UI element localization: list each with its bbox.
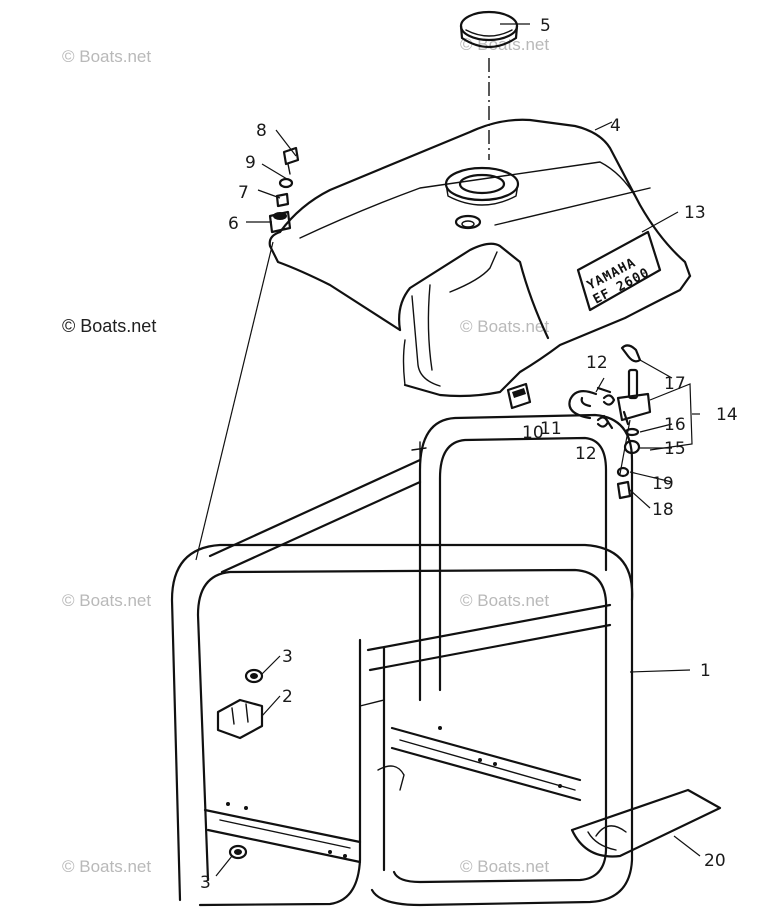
callout-14: 14 xyxy=(716,405,738,425)
callout-17: 17 xyxy=(664,374,686,394)
watermark: © Boats.net xyxy=(62,316,156,336)
callout-20: 20 xyxy=(704,851,726,871)
callout-15: 15 xyxy=(664,439,686,459)
callout-12: 12 xyxy=(586,353,608,373)
mount-leader-line xyxy=(195,241,274,561)
leader-lines xyxy=(215,23,701,877)
callout-11: 11 xyxy=(540,419,562,439)
part-damper xyxy=(268,210,292,234)
callout-10: 10 xyxy=(522,423,544,443)
callout-16: 16 xyxy=(664,415,686,435)
callout-13: 13 xyxy=(684,203,706,223)
callout-7: 7 xyxy=(238,183,249,203)
part-mount-bracket xyxy=(216,698,264,740)
callout-8: 8 xyxy=(256,121,267,141)
callout-6: 6 xyxy=(228,214,239,234)
part-washer xyxy=(278,177,294,189)
callout-labels: 1 2 3 3 4 5 6 7 8 9 10 11 12 12 13 14 15… xyxy=(200,16,738,893)
part-frame xyxy=(170,413,634,907)
callout-18: 18 xyxy=(652,500,674,520)
part-nut xyxy=(228,844,248,860)
part-cover-sheet xyxy=(570,788,722,858)
part-filler-cap xyxy=(459,10,519,49)
callout-5: 5 xyxy=(540,16,551,36)
callout-2: 2 xyxy=(282,687,293,707)
watermark: © Boats.net xyxy=(62,857,151,876)
part-collar xyxy=(275,192,290,208)
watermark: © Boats.net xyxy=(460,857,549,876)
watermark: © Boats.net xyxy=(62,591,151,610)
part-bolt xyxy=(282,146,300,175)
part-grommet xyxy=(506,382,532,410)
part-nut xyxy=(244,668,264,684)
callout-3: 3 xyxy=(200,873,211,893)
part-clip xyxy=(596,394,616,428)
callout-1: 1 xyxy=(700,661,711,681)
callout-3: 3 xyxy=(282,647,293,667)
tank-logo: YAMAHA EF 2600 xyxy=(585,255,653,307)
watermark: © Boats.net xyxy=(62,47,151,66)
watermark: © Boats.net xyxy=(460,317,549,336)
part-fuel-tank xyxy=(268,118,692,398)
watermark-layer: © Boats.net © Boats.net © Boats.net © Bo… xyxy=(62,35,549,876)
callout-12: 12 xyxy=(575,444,597,464)
callout-19: 19 xyxy=(652,474,674,494)
watermark: © Boats.net xyxy=(460,591,549,610)
part-fuel-hose xyxy=(568,386,614,430)
cock-axis-line xyxy=(619,419,631,475)
callout-9: 9 xyxy=(245,153,256,173)
callout-4: 4 xyxy=(610,116,621,136)
